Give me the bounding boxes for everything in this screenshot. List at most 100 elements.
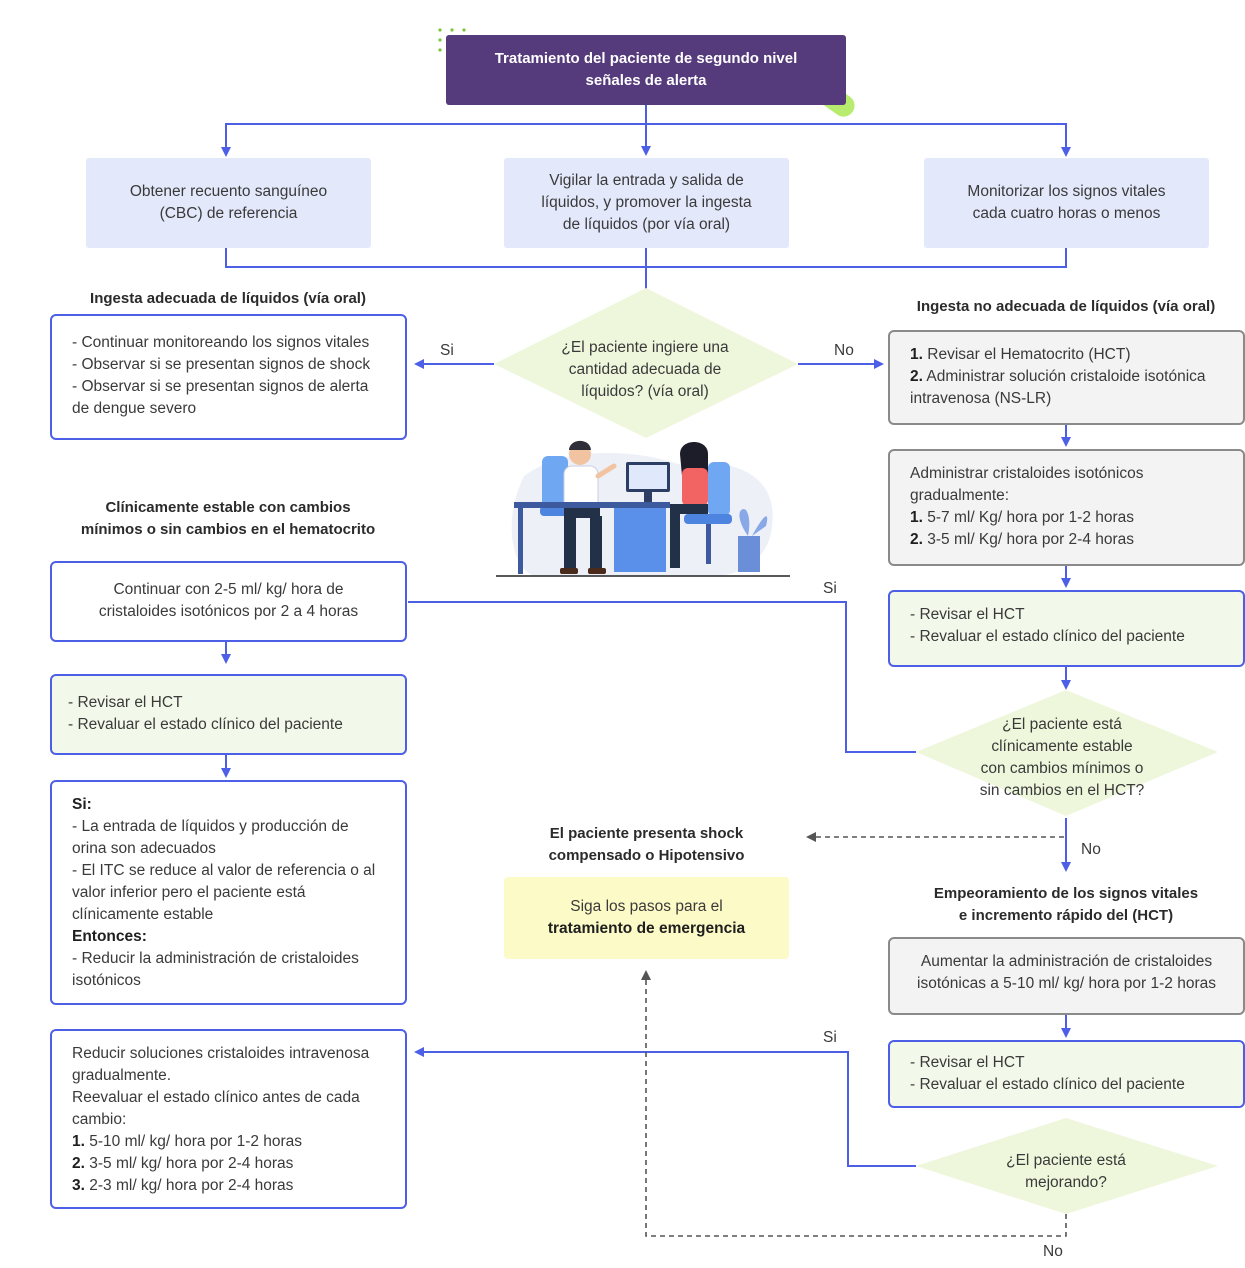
stable-header: Clínicamente estable con cambios mínimos… [50, 497, 406, 541]
gradual-step: 1. 5-7 ml/ Kg/ hora por 1-2 horas [910, 507, 1223, 529]
reduce-line: gradualmente. [72, 1067, 172, 1084]
title-box: Tratamiento del paciente de segundo nive… [446, 35, 846, 105]
emergency-line-2-wrap: tratamiento de emergencia [548, 918, 745, 940]
doctor-patient-illustration [496, 440, 790, 577]
gradual-line: gradualmente: [910, 487, 1010, 504]
decision2-no-label: No [1081, 841, 1101, 858]
left-review-box: - Revisar el HCT - Revaluar el estado cl… [50, 674, 407, 755]
decision2-yes-label: Si [823, 580, 837, 597]
cbc-line: Obtener recuento sanguíneo [129, 183, 328, 200]
gradual-step: 2. 3-5 ml/ Kg/ hora por 2-4 horas [910, 529, 1223, 551]
right-review-box: - Revisar el HCT - Revaluar el estado cl… [888, 590, 1245, 667]
shock-header-line: compensado o Hipotensivo [548, 847, 745, 864]
continue-line: Continuar con 2-5 ml/ kg/ hora de [113, 581, 344, 598]
right-review2-box: - Revisar el HCT - Revaluar el estado cl… [888, 1040, 1245, 1108]
entonces-line: isotónicos [72, 972, 141, 989]
gradual-line: Administrar cristaloides isotónicos [910, 465, 1144, 482]
decision2-line: ¿El paciente está [1002, 716, 1122, 733]
decision2-line: con cambios mínimos o [980, 760, 1144, 777]
inadequate-step: 2. Administrar solución cristaloide isot… [910, 366, 1223, 388]
inadequate-intake-box: 1. Revisar el Hematocrito (HCT) 2. Admin… [888, 330, 1245, 425]
right-review-line: - Revaluar el estado clínico del pacient… [910, 628, 1185, 645]
fluid-watch-line: Vigilar la entrada y salida de [549, 172, 744, 189]
conditions-box: Si: - La entrada de líquidos y producció… [50, 780, 407, 1005]
adequate-line: - Observar si se presentan signos de sho… [72, 356, 371, 373]
step-text: Revisar el Hematocrito (HCT) [927, 346, 1131, 363]
si-label: Si: [72, 794, 385, 816]
shock-header: El paciente presenta shock compensado o … [504, 823, 789, 867]
emergency-line-1: Siga los pasos para el [570, 898, 723, 915]
decision1-text: ¿El paciente ingiere una cantidad adecua… [520, 337, 770, 403]
decision3-shape [916, 1118, 1218, 1214]
si-label-text: Si: [72, 796, 92, 813]
si-line: - La entrada de líquidos y producción de [72, 818, 349, 835]
reduce-step: 2. 3-5 ml/ kg/ hora por 2-4 horas [72, 1153, 385, 1175]
si-line: valor inferior pero el paciente está [72, 884, 306, 901]
continue-line: cristaloides isotónicos por 2 a 4 horas [98, 603, 359, 620]
decision1-line: líquidos? (vía oral) [581, 383, 709, 400]
fluid-watch-box: Vigilar la entrada y salida de líquidos,… [504, 158, 789, 248]
entonces-label: Entonces: [72, 926, 385, 948]
cbc-box: Obtener recuento sanguíneo (CBC) de refe… [86, 158, 371, 248]
adequate-line: de dengue severo [72, 400, 197, 417]
adequate-intake-box: - Continuar monitoreando los signos vita… [50, 314, 407, 440]
decision3-no-label: No [1043, 1243, 1063, 1260]
vitals-box: Monitorizar los signos vitales cada cuat… [924, 158, 1209, 248]
decision1-yes-label: Si [440, 342, 454, 359]
si-line: - El ITC se reduce al valor de referenci… [72, 862, 376, 879]
increase-line: Aumentar la administración de cristaloid… [920, 953, 1213, 970]
si-line: orina son adecuados [72, 840, 216, 857]
right-review2-line: - Revaluar el estado clínico del pacient… [910, 1076, 1185, 1093]
reduce-step: 3. 2-3 ml/ kg/ hora por 2-4 horas [72, 1175, 385, 1197]
decision1-line: cantidad adecuada de [568, 361, 722, 378]
reduce-line: cambio: [72, 1111, 127, 1128]
decision3-text: ¿El paciente está mejorando? [966, 1150, 1166, 1194]
decision3-line: mejorando? [1025, 1174, 1107, 1191]
vitals-line: Monitorizar los signos vitales [967, 183, 1166, 200]
reduce-line: Reevaluar el estado clínico antes de cad… [72, 1089, 360, 1106]
cbc-line: (CBC) de referencia [159, 205, 298, 222]
emergency-line-2: tratamiento de emergencia [547, 920, 746, 937]
step-text: 2-3 ml/ kg/ hora por 2-4 horas [89, 1177, 294, 1194]
inadequate-intake-header: Ingesta no adecuada de líquidos (vía ora… [916, 298, 1216, 315]
step-number: 1. [910, 346, 923, 363]
decision3-yes-label: Si [823, 1029, 837, 1046]
shock-header-line: El paciente presenta shock [549, 825, 744, 842]
increase-line: isotónicas a 5-10 ml/ kg/ hora por 1-2 h… [917, 975, 1216, 992]
decision2-shape [916, 690, 1218, 816]
decision2-line: clínicamente estable [991, 738, 1133, 755]
gradual-crystalloid-box: Administrar cristaloides isotónicos grad… [888, 449, 1245, 566]
decision2-line: sin cambios en el HCT? [979, 782, 1145, 799]
left-review-line: - Revaluar el estado clínico del pacient… [68, 716, 343, 733]
step-text: Administrar solución cristaloide isotóni… [926, 368, 1206, 385]
entonces-label-text: Entonces: [72, 928, 147, 945]
step-number: 2. [910, 531, 923, 548]
step-number: 1. [72, 1133, 85, 1150]
decision1-no-label: No [834, 342, 854, 359]
reduce-step: 1. 5-10 ml/ kg/ hora por 1-2 horas [72, 1131, 385, 1153]
decision3-line: ¿El paciente está [1006, 1152, 1126, 1169]
adequate-intake-header: Ingesta adecuada de líquidos (vía oral) [90, 290, 366, 307]
title-line-2: señales de alerta [585, 72, 707, 89]
right-review2-line: - Revisar el HCT [910, 1054, 1025, 1071]
title-line-1: Tratamiento del paciente de segundo nive… [494, 50, 798, 67]
reduce-solutions-box: Reducir soluciones cristaloides intraven… [50, 1029, 407, 1209]
stable-header-line: Clínicamente estable con cambios [105, 499, 351, 516]
decision1-line: ¿El paciente ingiere una [561, 339, 729, 356]
step-number: 3. [72, 1177, 85, 1194]
right-review-line: - Revisar el HCT [910, 606, 1025, 623]
step-text: 5-10 ml/ kg/ hora por 1-2 horas [89, 1133, 303, 1150]
increase-crystalloid-box: Aumentar la administración de cristaloid… [888, 937, 1245, 1015]
inadequate-step: 1. Revisar el Hematocrito (HCT) [910, 344, 1223, 366]
step-text: 5-7 ml/ Kg/ hora por 1-2 horas [927, 509, 1135, 526]
step-text: 3-5 ml/ kg/ hora por 2-4 horas [89, 1155, 294, 1172]
fluid-watch-line: de líquidos (por vía oral) [562, 216, 731, 233]
si-line: clínicamente estable [72, 906, 214, 923]
adequate-line: - Observar si se presentan signos de ale… [72, 378, 369, 395]
adequate-line: - Continuar monitoreando los signos vita… [72, 334, 370, 351]
decision2-text: ¿El paciente está clínicamente estable c… [942, 714, 1182, 802]
step-text: 3-5 ml/ Kg/ hora por 2-4 horas [927, 531, 1135, 548]
inadequate-extra: intravenosa (NS-LR) [910, 390, 1052, 407]
worsening-header: Empeoramiento de los signos vitales e in… [888, 883, 1244, 927]
